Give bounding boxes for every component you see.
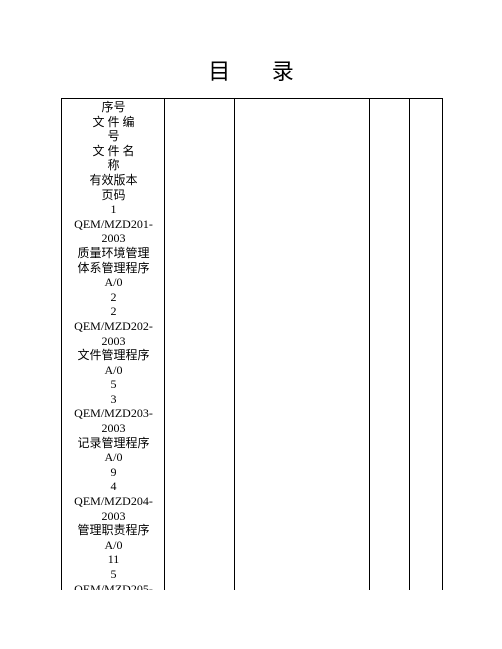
toc-line: A/0 (104, 450, 123, 465)
toc-line: 2003 (101, 421, 126, 436)
toc-first-column: 序号 文 件 编 号 文 件 名 称 有效版本 页码 1 QEM/MZD201-… (62, 99, 165, 590)
toc-line: 文 件 编 (92, 114, 135, 129)
toc-line: 序号 (101, 100, 126, 114)
toc-line: QEM/MZD205- (74, 581, 153, 590)
toc-line: 质量环境管理 (77, 245, 150, 260)
toc-line: 称 (107, 158, 120, 173)
column-divider (234, 99, 235, 590)
page-title: 目 录 (208, 59, 312, 84)
column-divider (164, 99, 165, 590)
toc-line: 1 (110, 202, 117, 217)
toc-line: QEM/MZD202- (74, 318, 153, 333)
toc-line: 2 (110, 289, 117, 304)
toc-line: 3 (110, 391, 117, 406)
toc-line: 11 (107, 552, 120, 567)
column-divider (409, 99, 410, 590)
toc-line: 管理职责程序 (77, 523, 150, 538)
toc-line: 2 (110, 304, 117, 319)
toc-line: 体系管理程序 (77, 260, 150, 275)
toc-line: 2003 (101, 333, 126, 348)
toc-line: 号 (107, 129, 120, 144)
toc-line: QEM/MZD201- (74, 216, 153, 231)
toc-line: A/0 (104, 537, 123, 552)
toc-line: 有效版本 (89, 172, 138, 187)
toc-line: 4 (110, 479, 117, 494)
toc-line: A/0 (104, 275, 123, 290)
toc-line: 页码 (101, 187, 126, 202)
toc-line: QEM/MZD203- (74, 406, 153, 421)
toc-line: 9 (110, 464, 117, 479)
toc-line: QEM/MZD204- (74, 494, 153, 509)
toc-line: 记录管理程序 (77, 435, 150, 450)
toc-line: 5 (110, 377, 117, 392)
toc-line: 2003 (101, 231, 126, 246)
toc-line: 5 (110, 567, 117, 581)
toc-line: A/0 (104, 362, 123, 377)
column-divider (369, 99, 370, 590)
toc-line: 文件管理程序 (77, 348, 150, 363)
toc-table: 序号 文 件 编 号 文 件 名 称 有效版本 页码 1 QEM/MZD201-… (61, 98, 443, 590)
toc-line: 文 件 名 (92, 143, 135, 158)
toc-line: 2003 (101, 508, 126, 523)
